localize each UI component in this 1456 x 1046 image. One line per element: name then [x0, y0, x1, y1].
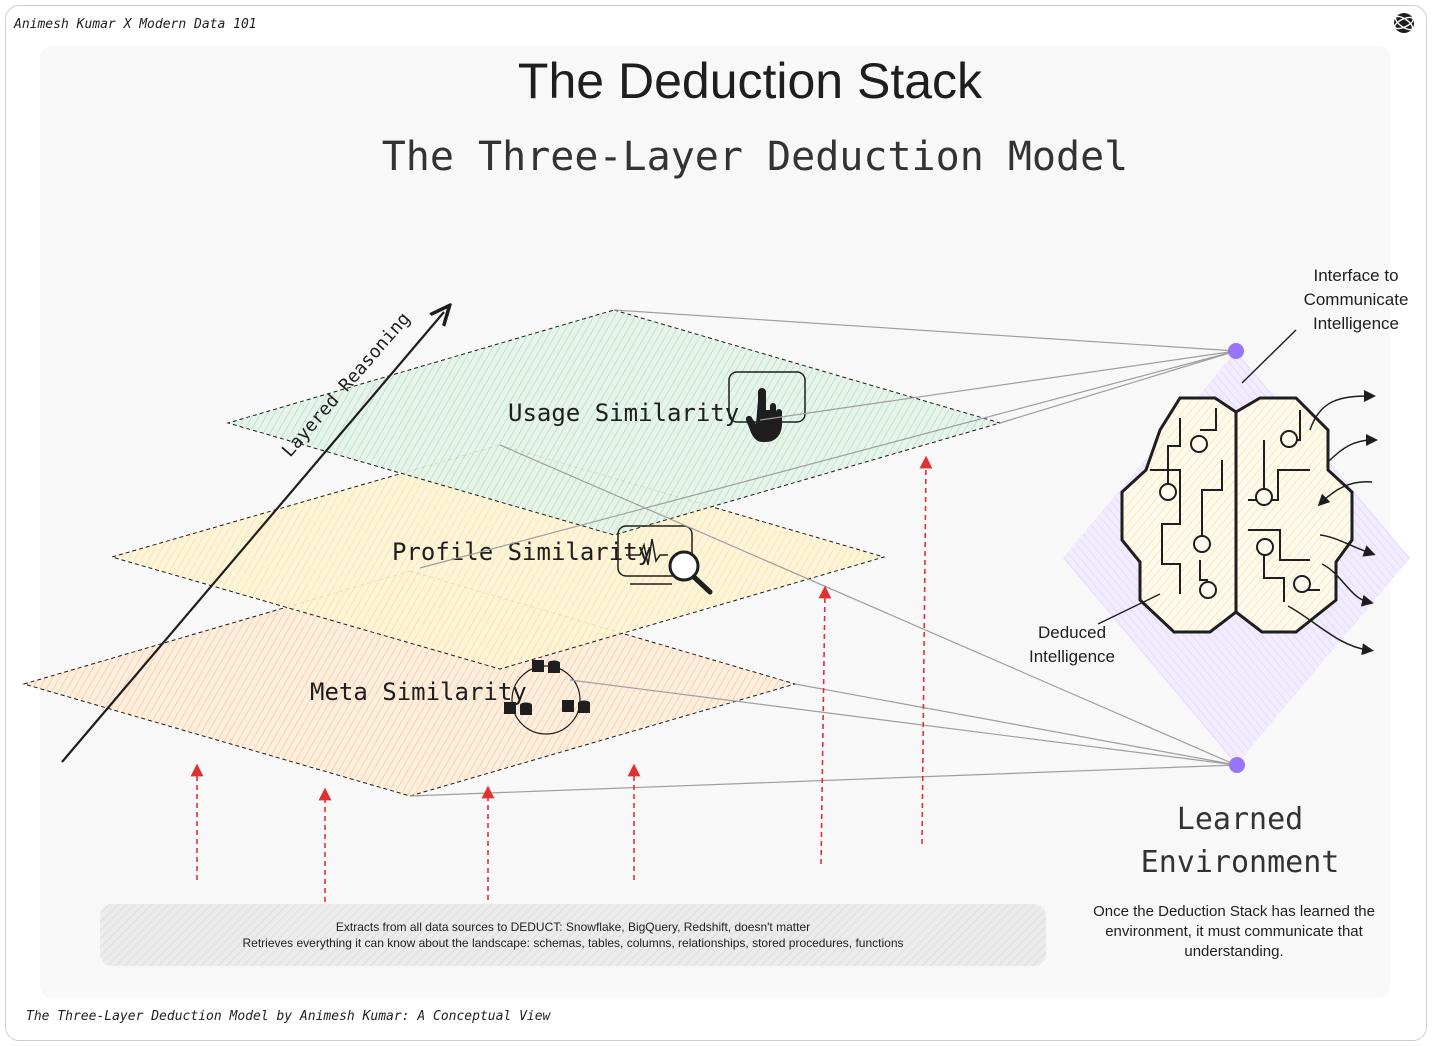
deduced-callout: Deduced Intelligence [1002, 621, 1142, 669]
monitor-search-icon [617, 525, 713, 595]
hand-pointer-icon [728, 371, 806, 442]
page-title: The Deduction Stack [517, 53, 983, 109]
data-sources-note-line1: Extracts from all data sources to DEDUCT… [335, 920, 811, 934]
connector-lines [409, 309, 1237, 797]
interface-callout-line3: Intelligence [1312, 314, 1399, 333]
environment-title-line1: Learned [1176, 802, 1304, 837]
environment-description: Once the Deduction Stack has learned the… [1093, 903, 1375, 960]
data-cycle-icon [504, 660, 590, 735]
footer-caption: The Three-Layer Deduction Model by Anime… [26, 1009, 551, 1024]
interface-callout-line1: Interface to [1313, 266, 1399, 285]
deduced-callout-line [1097, 593, 1161, 625]
environment-node [1229, 757, 1245, 773]
layer-plane-meta [22, 570, 797, 797]
interface-callout: Interface to Communicate Intelligence [1276, 264, 1436, 336]
interface-node [1228, 343, 1244, 359]
data-flow-arrows [190, 455, 933, 902]
layered-reasoning-axis [61, 312, 444, 763]
interface-callout-line2: Communicate [1303, 290, 1409, 309]
brain-icon [1120, 390, 1378, 656]
layer-label-profile: Profile Similarity [392, 538, 652, 566]
layer-label-meta: Meta Similarity [310, 678, 527, 706]
data-sources-note-line2: Retrieves everything it can know about t… [242, 936, 904, 950]
deduced-callout-line1: Deduced [1037, 623, 1107, 642]
layer-plane-usage [226, 309, 1002, 536]
environment-title: Learned Environment [1130, 798, 1350, 884]
data-sources-note: Extracts from all data sources to DEDUCT… [100, 904, 1046, 966]
layer-label-usage: Usage Similarity [508, 399, 739, 427]
environment-title-line2: Environment [1140, 845, 1340, 880]
brand-label: Animesh Kumar X Modern Data 101 [14, 17, 257, 32]
deduced-callout-line2: Intelligence [1028, 647, 1115, 666]
interface-callout-line [1241, 329, 1297, 384]
page-subtitle: The Three-Layer Deduction Model [381, 134, 1129, 180]
logo-icon [1394, 13, 1414, 33]
